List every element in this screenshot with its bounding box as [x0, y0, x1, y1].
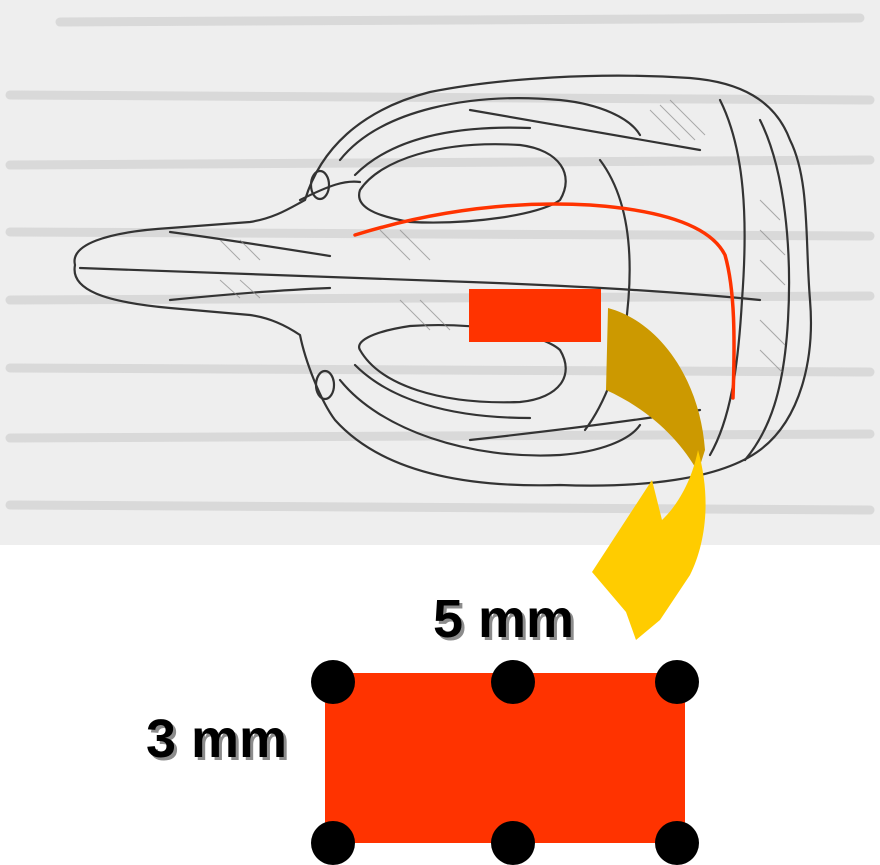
electrode-dot: [311, 660, 355, 704]
curved-arrow-lower: [592, 450, 706, 640]
width-dimension-label: 5 mm: [433, 592, 574, 646]
electrode-dot: [491, 660, 535, 704]
electrode-dot: [491, 821, 535, 865]
height-dimension-label: 3 mm: [146, 712, 287, 766]
electrode-dot: [655, 821, 699, 865]
electrode-dot: [655, 660, 699, 704]
electrode-dot: [311, 821, 355, 865]
